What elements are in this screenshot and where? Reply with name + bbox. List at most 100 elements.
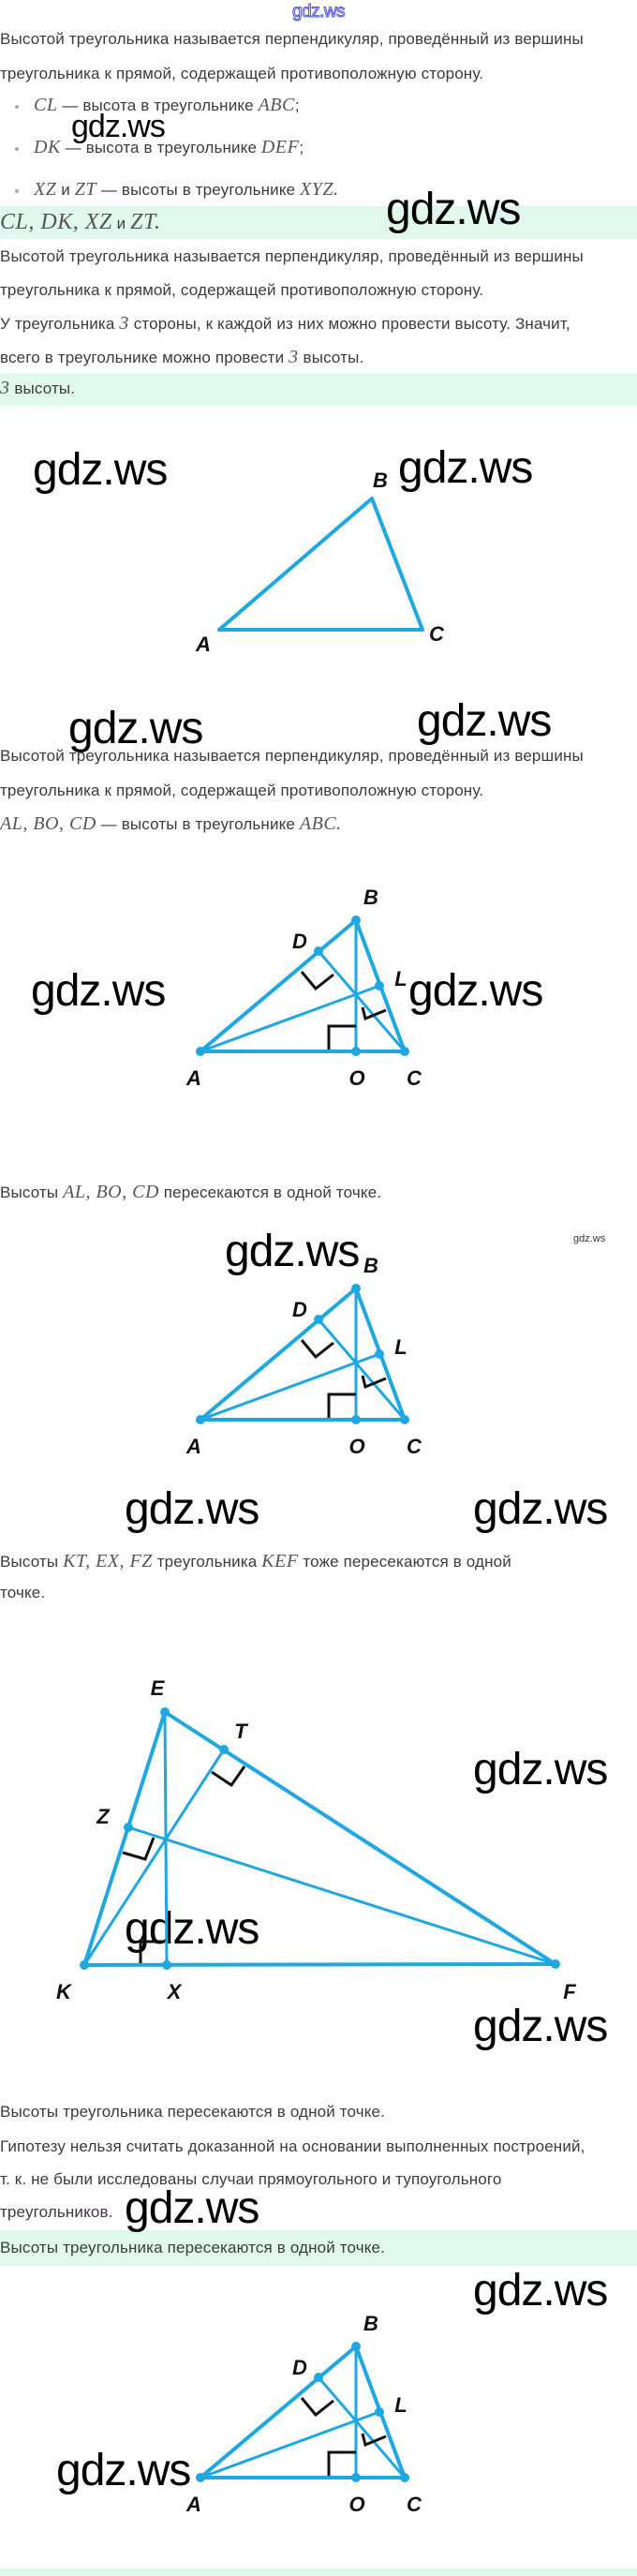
point	[314, 946, 323, 956]
text-segment: высоты.	[9, 380, 76, 397]
text-line: AL, BO, CD — высоты в треугольнике ABC.	[0, 813, 342, 835]
point	[351, 916, 361, 925]
point-label-l: L	[394, 967, 407, 990]
math-expression: ABC	[258, 95, 295, 115]
point	[375, 981, 384, 990]
altitude-al	[199, 1352, 381, 1422]
point-label-o: O	[348, 2493, 364, 2516]
watermark: gdz.ws	[125, 1904, 259, 1954]
right-angle-mark	[122, 1837, 156, 1861]
text-line: треугольников.	[0, 2202, 113, 2223]
answer-band	[0, 373, 637, 406]
math-expression: 3	[119, 313, 129, 334]
right-angle-mark	[300, 971, 334, 991]
watermark: gdz.ws	[68, 704, 203, 753]
answer-band	[0, 206, 637, 239]
math-expression: 3	[289, 347, 299, 367]
text-line: треугольника к прямой, содержащей против…	[0, 280, 483, 301]
text-line: треугольника к прямой, содержащей против…	[0, 64, 483, 84]
altitude-fz	[126, 1825, 557, 1966]
text-segment: треугольника к прямой, содержащей против…	[0, 65, 484, 82]
text-segment: стороны, к каждой из них можно провести …	[128, 315, 570, 333]
math-expression: CL	[34, 95, 58, 115]
text-segment: высоты.	[298, 349, 364, 366]
text-segment: Высоты	[0, 1553, 64, 1571]
point	[196, 1047, 205, 1056]
watermark: gdz.ws	[386, 185, 521, 234]
point	[351, 1284, 361, 1293]
altitude-al	[199, 2410, 381, 2479]
bullet-dot	[15, 189, 19, 193]
text-line: Гипотезу нельзя считать доказанной на ос…	[0, 2137, 585, 2157]
watermark: gdz.ws	[473, 1484, 608, 1534]
bullet-dot	[15, 105, 19, 109]
right-angle-mark	[361, 1375, 387, 1390]
math-expression: KEF	[261, 1551, 299, 1571]
text-segment: Высоты треугольника пересекаются в одной…	[0, 2239, 386, 2256]
vertex-label-k: K	[56, 1980, 73, 2003]
text-segment: Высоты треугольника пересекаются в одной…	[0, 2103, 386, 2121]
side-ab	[217, 497, 374, 632]
point	[351, 2473, 361, 2482]
text-segment: всего в треугольнике можно провести	[0, 349, 289, 366]
point	[351, 1415, 361, 1424]
site-logo[interactable]: gdz.ws	[291, 2, 346, 22]
text-line: У треугольника 3 стороны, к каждой из ни…	[0, 313, 570, 335]
right-angle-mark	[211, 1765, 246, 1788]
text-line: Высотой треугольника называется перпенди…	[0, 246, 584, 267]
watermark: gdz.ws	[573, 1233, 606, 1244]
watermark: gdz.ws	[225, 1227, 360, 1276]
text-segment: — высоты в треугольнике	[96, 181, 301, 199]
math-expression: DEF	[260, 137, 300, 157]
altitude-cd	[317, 949, 407, 1053]
point-label-d: D	[292, 2356, 307, 2379]
math-expression: ABC.	[299, 813, 342, 834]
watermark: gdz.ws	[125, 1484, 259, 1534]
right-angle-mark	[361, 1006, 387, 1021]
text-segment: треугольника	[152, 1553, 262, 1571]
point-label-x: X	[166, 1980, 183, 2003]
math-expression: CL, DK, XZ	[0, 210, 112, 234]
text-line: Высоты треугольника пересекаются в одной…	[0, 2238, 385, 2258]
text-segment: — высоты в треугольнике	[96, 815, 300, 833]
list-item: DK — высота в треугольнике DEF;	[34, 137, 304, 158]
point	[124, 1823, 133, 1832]
point	[314, 1315, 323, 1324]
text-segment: — высота в треугольнике	[57, 97, 259, 114]
text-line: точке.	[0, 1583, 45, 1603]
text-segment: ;	[294, 97, 300, 114]
answer-band	[0, 2230, 637, 2266]
side-bc	[370, 497, 424, 632]
point	[375, 2407, 384, 2417]
right-angle-mark	[300, 2397, 334, 2418]
text-segment: ;	[299, 139, 304, 156]
bullet-dot	[15, 147, 19, 151]
right-angle-mark	[327, 1392, 356, 1418]
right-angle-mark	[327, 2450, 356, 2476]
text-line: Высоты AL, BO, CD пересекаются в одной т…	[0, 1182, 381, 1203]
text-segment: треугольника к прямой, содержащей против…	[0, 782, 484, 799]
side-ab	[199, 918, 358, 1053]
point	[375, 1349, 384, 1359]
text-line: CL, DK, XZ и ZT.	[0, 210, 161, 234]
point	[80, 1960, 89, 1970]
watermark: gdz.ws	[408, 966, 543, 1016]
text-segment: и	[56, 181, 75, 199]
vertex-label-f: F	[563, 1980, 576, 2003]
point-label-z: Z	[96, 1805, 111, 1828]
point-label-d: D	[292, 1298, 307, 1321]
text-segment: т. к. не были исследованы случаи прямоуг…	[0, 2170, 502, 2188]
text-line: треугольника к прямой, содержащей против…	[0, 781, 483, 801]
altitude-cd	[317, 2375, 407, 2479]
point	[351, 2342, 361, 2351]
math-expression: ZT	[74, 179, 96, 200]
math-expression: AL, BO, CD	[63, 1182, 159, 1202]
point-label-l: L	[394, 1335, 407, 1359]
vertex-label-b: B	[373, 469, 388, 492]
right-angle-mark	[327, 1024, 356, 1050]
point	[351, 1047, 361, 1056]
side-ab	[199, 2345, 358, 2479]
watermark: gdz.ws	[473, 2266, 608, 2315]
point	[400, 1415, 409, 1424]
point	[196, 1415, 205, 1424]
